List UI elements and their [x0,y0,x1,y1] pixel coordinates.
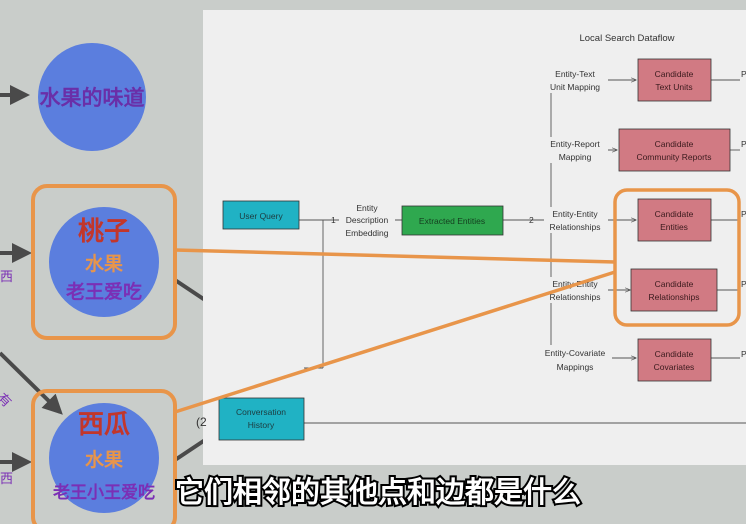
mapping-label: Relationships [549,222,600,232]
conversation-history-label: Conversation [236,407,286,417]
candidate-label: Candidate [655,279,694,289]
node-fruit-taste[interactable] [38,43,146,151]
mapping-label: Relationships [549,292,600,302]
node-watermelon-desc: 老王小王爱吃 [52,482,155,503]
conversation-history-box[interactable] [218,397,305,441]
mapping-label: Mappings [557,362,594,372]
node-watermelon[interactable] [49,403,159,513]
right-fragment: P [741,139,746,149]
mapping-label: Unit Mapping [550,82,600,92]
conversation-history-label: History [248,420,275,430]
video-subtitle: 它们相邻的其他点和边都是什么 [175,475,581,509]
extracted-entities-box[interactable] [401,205,504,236]
candidate-covariates-box[interactable] [637,338,712,382]
node-peach-desc: 老王爱吃 [66,280,142,303]
mapping-label: Entity-Report [550,139,600,149]
mapping-label: Mapping [559,152,592,162]
candidate-label: Community Reports [636,152,711,162]
step-1-number: 1 [331,215,336,225]
right-fragment: P [741,209,746,219]
candidate-highlight-box [613,188,741,327]
candidate-community-reports-box[interactable] [618,128,731,172]
conversation-prefix: (2 [196,415,207,429]
extracted-entities-label: Extracted Entities [419,216,485,226]
node-watermelon-type: 水果 [85,449,123,471]
node-peach-name: 桃子 [78,217,130,247]
step-2-number: 2 [529,215,534,225]
step-1-label: Embedding [345,228,388,238]
highlight-connectors [174,248,616,414]
candidate-label: Candidate [655,209,694,219]
candidate-label: Candidate [655,139,694,149]
user-query-box[interactable] [222,200,300,230]
step-1-label: Entity [356,203,378,213]
dataflow-title: Local Search Dataflow [579,33,674,44]
candidate-relationships-box[interactable] [630,268,718,312]
node-peach-type: 水果 [85,253,123,275]
watermelon-highlight-box [31,389,177,524]
mapping-label: Entity-Entity [552,209,598,219]
node-watermelon-name: 西瓜 [78,410,130,440]
user-query-label: User Query [239,211,283,221]
peach-highlight-box [31,184,177,340]
mapping-label: Entity-Text [555,69,595,79]
candidate-label: Relationships [648,292,699,302]
candidate-entities-box[interactable] [637,198,712,242]
candidate-label: Text Units [655,82,692,92]
right-fragment: P [741,349,746,359]
node-fruit-taste-label: 水果的味道 [40,86,145,110]
left-edges [0,85,207,472]
right-fragment: P [741,279,746,289]
step-1-label: Description [346,215,389,225]
right-fragment: P [741,69,746,79]
candidate-label: Candidate [655,349,694,359]
edge-label-fragment: 西 [0,270,13,285]
node-peach[interactable] [49,207,159,317]
candidate-text-units-box[interactable] [637,58,712,102]
mapping-label: Entity-Covariate [545,348,606,358]
candidate-label: Covariates [654,362,695,372]
candidate-label: Entities [660,222,688,232]
edge-label-fragment: 西 [0,472,13,487]
candidate-label: Candidate [655,69,694,79]
